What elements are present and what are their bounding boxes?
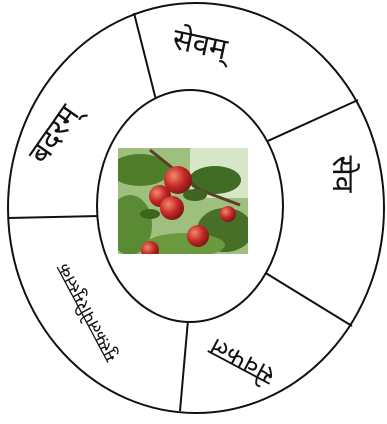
segment-label-2: सेव <box>325 156 360 194</box>
apple-tree-photo <box>108 148 253 259</box>
